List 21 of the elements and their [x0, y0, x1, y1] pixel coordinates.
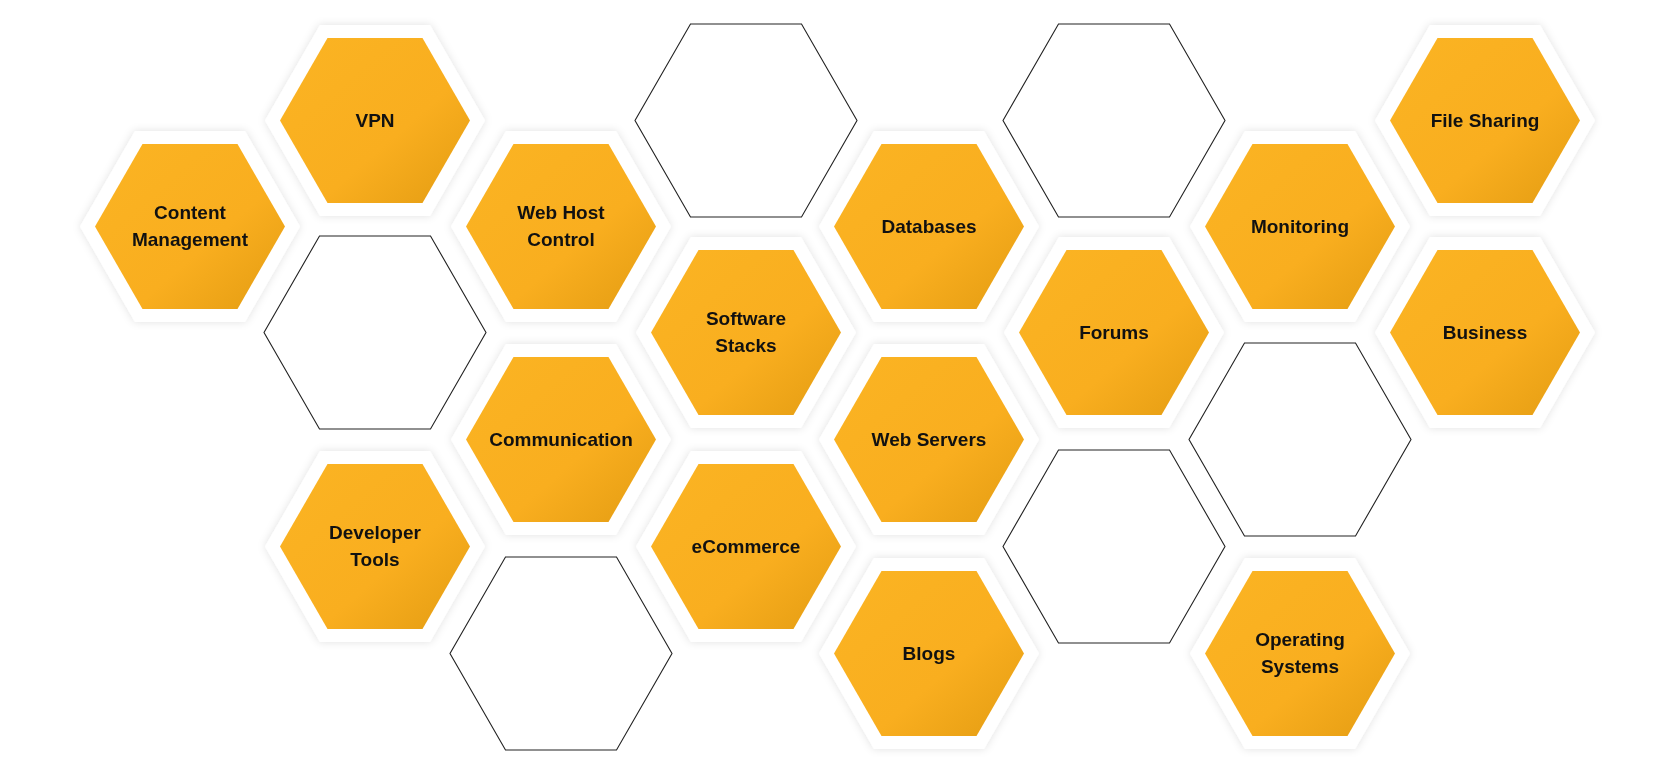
tile-label: Communication: [488, 427, 634, 452]
empty-hexagon: [634, 22, 858, 218]
tile-label: Content Management: [130, 201, 250, 252]
tile-label: Web Host Control: [516, 201, 606, 252]
tile-label: Forums: [1078, 320, 1150, 345]
empty-hexagon: [1188, 341, 1412, 537]
empty-hexagon: [1002, 448, 1226, 644]
tile-label: Business: [1441, 320, 1529, 345]
tile-label: Databases: [880, 214, 978, 239]
tile-label: Web Servers: [870, 427, 988, 452]
tile-label: Software Stacks: [704, 307, 788, 358]
empty-hexagon: [449, 555, 673, 751]
tile-label: Blogs: [901, 641, 957, 666]
tile-label: eCommerce: [690, 534, 802, 559]
tile-label: Developer Tools: [328, 521, 422, 572]
empty-hexagon: [263, 234, 487, 430]
tile-label: Monitoring: [1249, 214, 1351, 239]
empty-hexagon: [1002, 22, 1226, 218]
tile-label: VPN: [354, 108, 396, 133]
tile-label: Operating Systems: [1254, 628, 1346, 679]
tile-label: File Sharing: [1429, 108, 1541, 133]
